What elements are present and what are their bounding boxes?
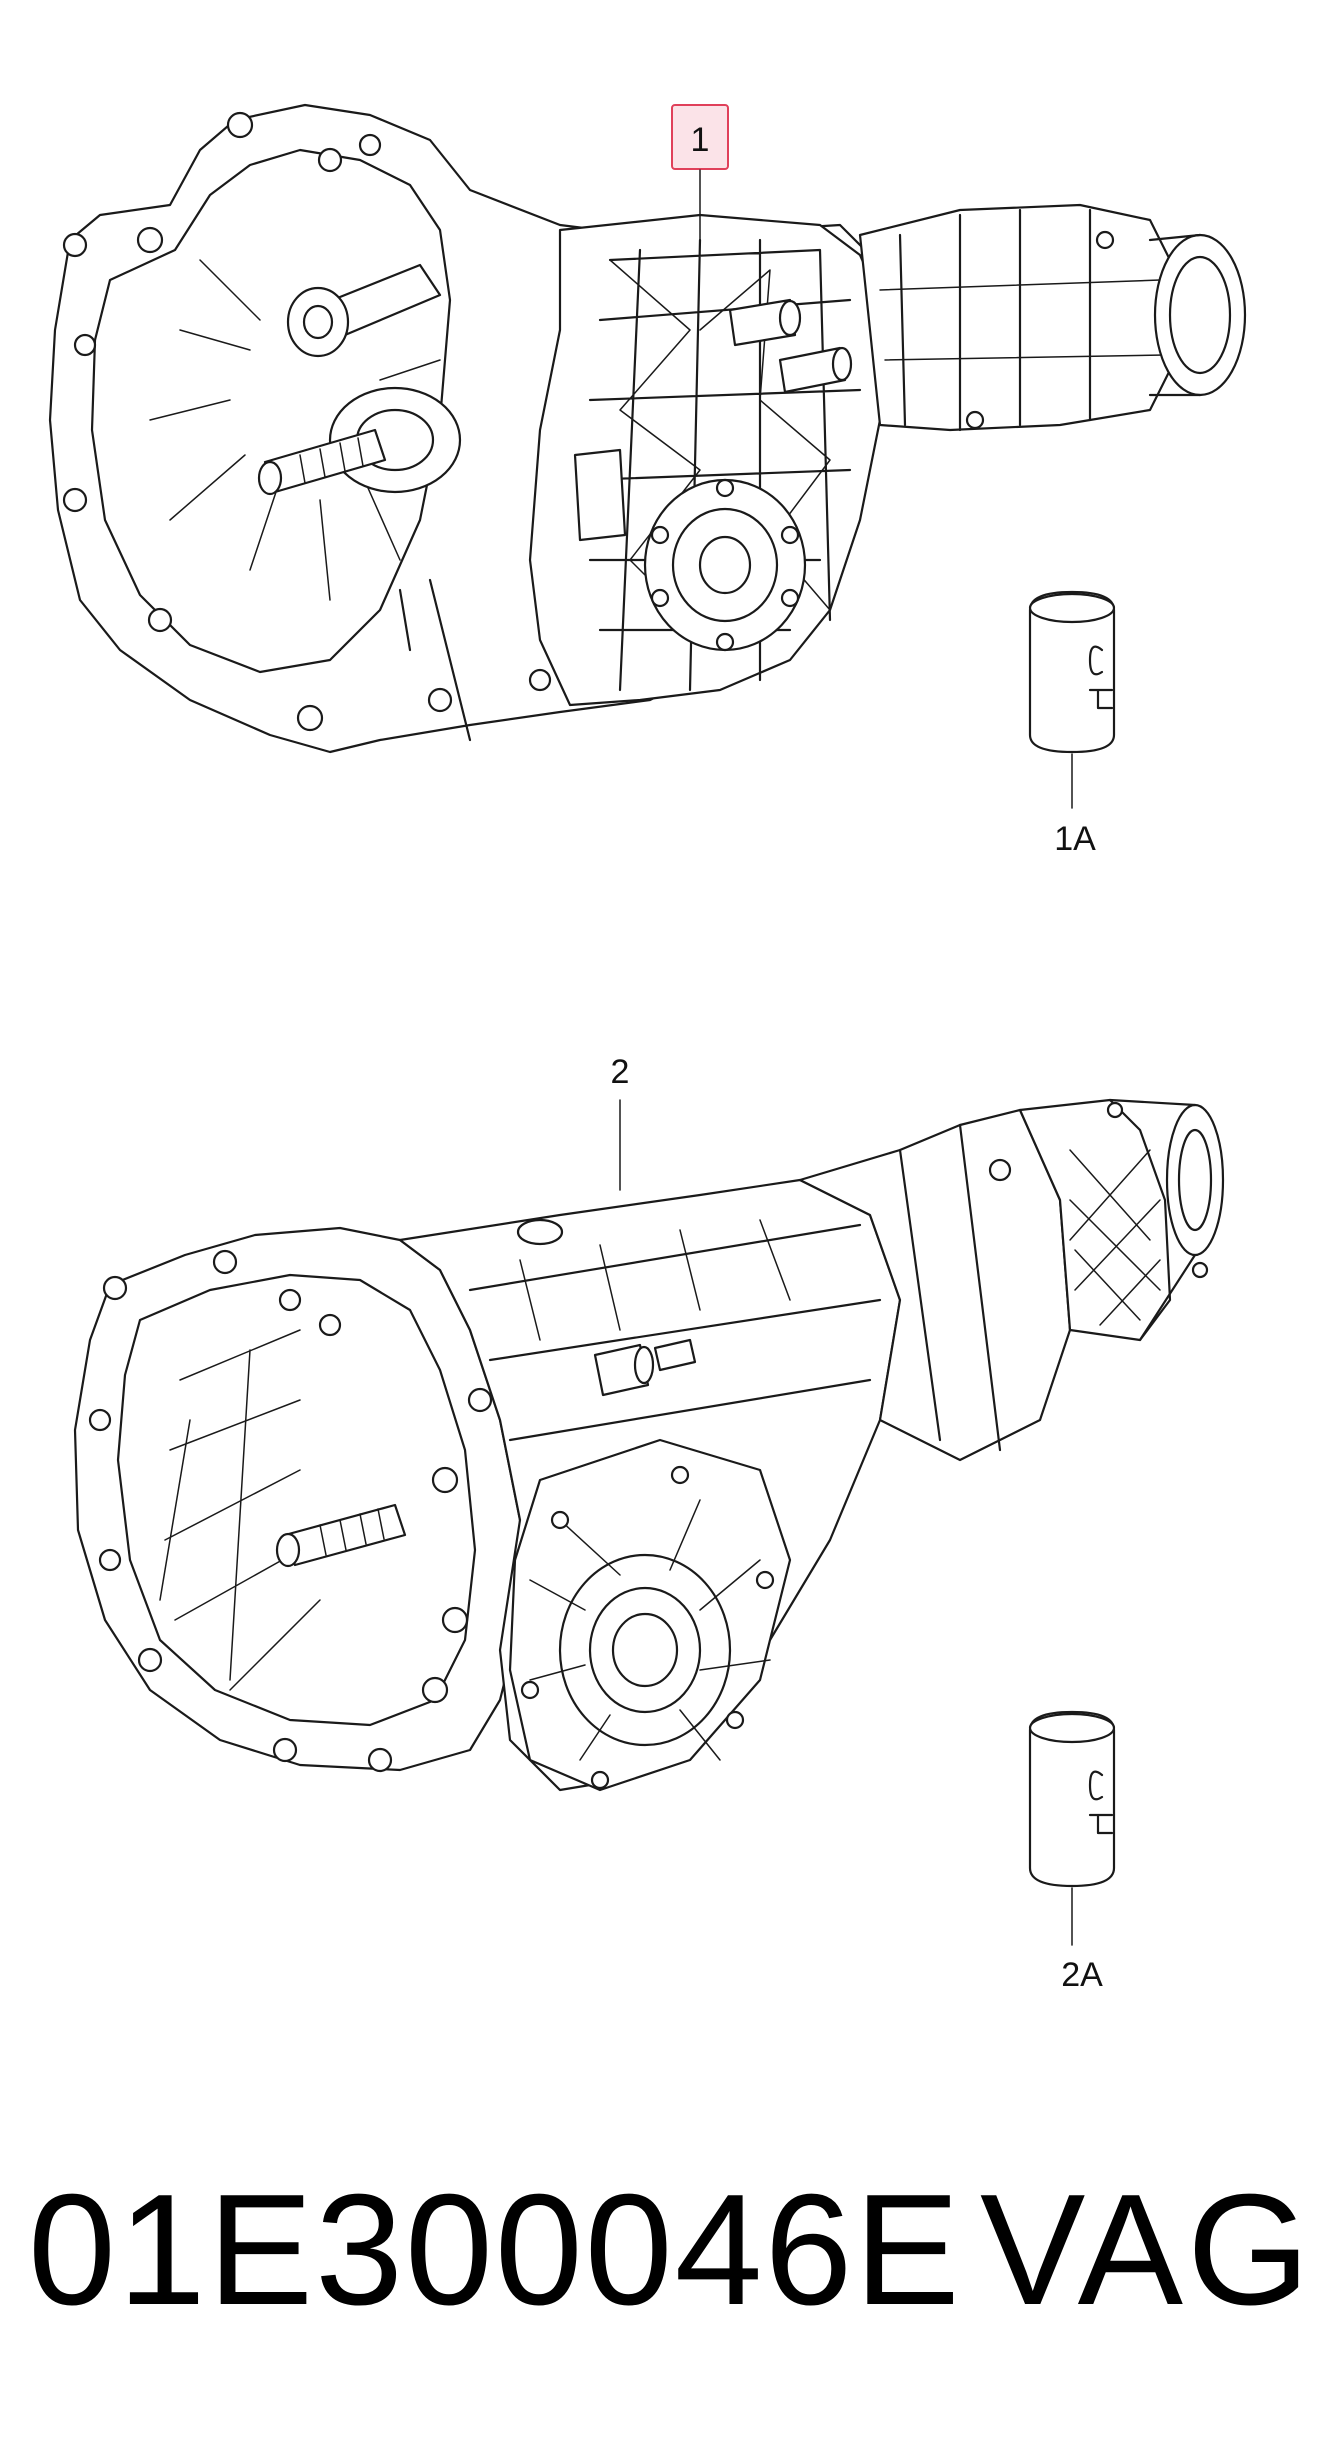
oil-bottle-2a-icon — [1028, 1710, 1116, 1888]
part-number: 01E300046E — [28, 2162, 962, 2338]
callout-1[interactable]: 1 — [671, 104, 729, 241]
callout-2[interactable]: 2 — [611, 1053, 630, 1191]
callout-1a[interactable]: 1A — [1054, 753, 1096, 858]
callout-1-label: 1 — [691, 121, 710, 159]
transmission-2-drawing — [73, 1098, 1225, 1792]
callout-1a-label: 1A — [1054, 820, 1096, 858]
transmission-1-drawing — [48, 103, 1247, 754]
callout-2a[interactable]: 2A — [1061, 1887, 1103, 1994]
brand-name: VAG — [980, 2162, 1314, 2338]
callout-2a-label: 2A — [1061, 1956, 1103, 1994]
transmission-2-bolt-holes — [88, 1249, 493, 1773]
oil-bottle-1a-icon — [1028, 590, 1116, 754]
callout-2-label: 2 — [611, 1053, 630, 1091]
transmission-2-flange-bolts — [520, 1465, 775, 1790]
callout-1-highlight-box — [671, 104, 729, 170]
footer: 01E300046E VAG — [0, 2150, 1317, 2350]
transmission-1-flange-bolts — [650, 478, 800, 652]
